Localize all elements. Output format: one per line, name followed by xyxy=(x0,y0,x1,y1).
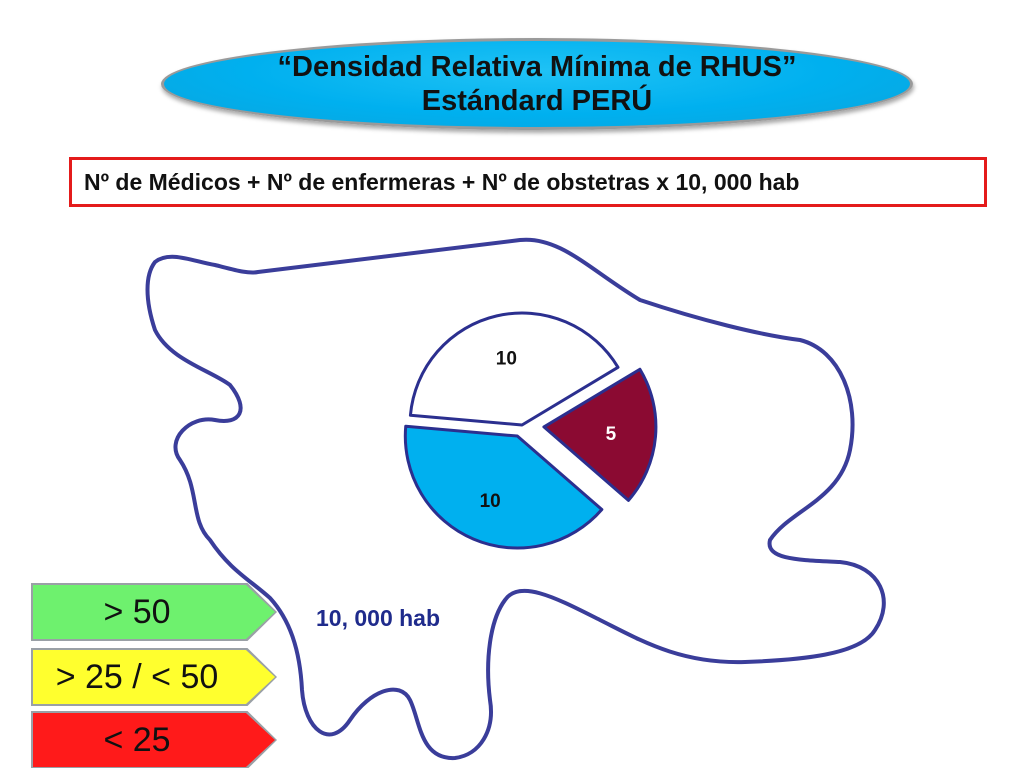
pie-slice-2 xyxy=(403,424,604,550)
formula-text: Nº de Médicos + Nº de enfermeras + Nº de… xyxy=(84,168,800,195)
pie-slice-label-2: 10 xyxy=(480,491,501,512)
population-label: 10, 000 hab xyxy=(316,605,441,631)
legend-mid-label: > 25 / < 50 xyxy=(55,657,219,696)
pie-chart: 10 5 10 xyxy=(403,311,658,550)
pie-slice-0 xyxy=(408,311,620,427)
title-banner: “Densidad Relativa Mínima de RHUS” Están… xyxy=(161,38,913,130)
legend-low: < 25 xyxy=(33,713,275,767)
legend-mid: > 25 / < 50 xyxy=(33,650,275,704)
title-line-2: Estándard PERÚ xyxy=(421,85,653,117)
pie-slice-label-0: 10 xyxy=(496,348,517,369)
pie-slice-label-1: 5 xyxy=(606,424,617,445)
legend-high-label: > 50 xyxy=(103,592,171,631)
legend-high: > 50 xyxy=(33,585,275,639)
map-outline xyxy=(145,237,886,761)
formula-box: Nº de Médicos + Nº de enfermeras + Nº de… xyxy=(69,157,987,207)
pie-slice-1 xyxy=(542,367,658,502)
legend-low-label: < 25 xyxy=(103,720,171,759)
title-line-1: “Densidad Relativa Mínima de RHUS” xyxy=(277,51,797,83)
